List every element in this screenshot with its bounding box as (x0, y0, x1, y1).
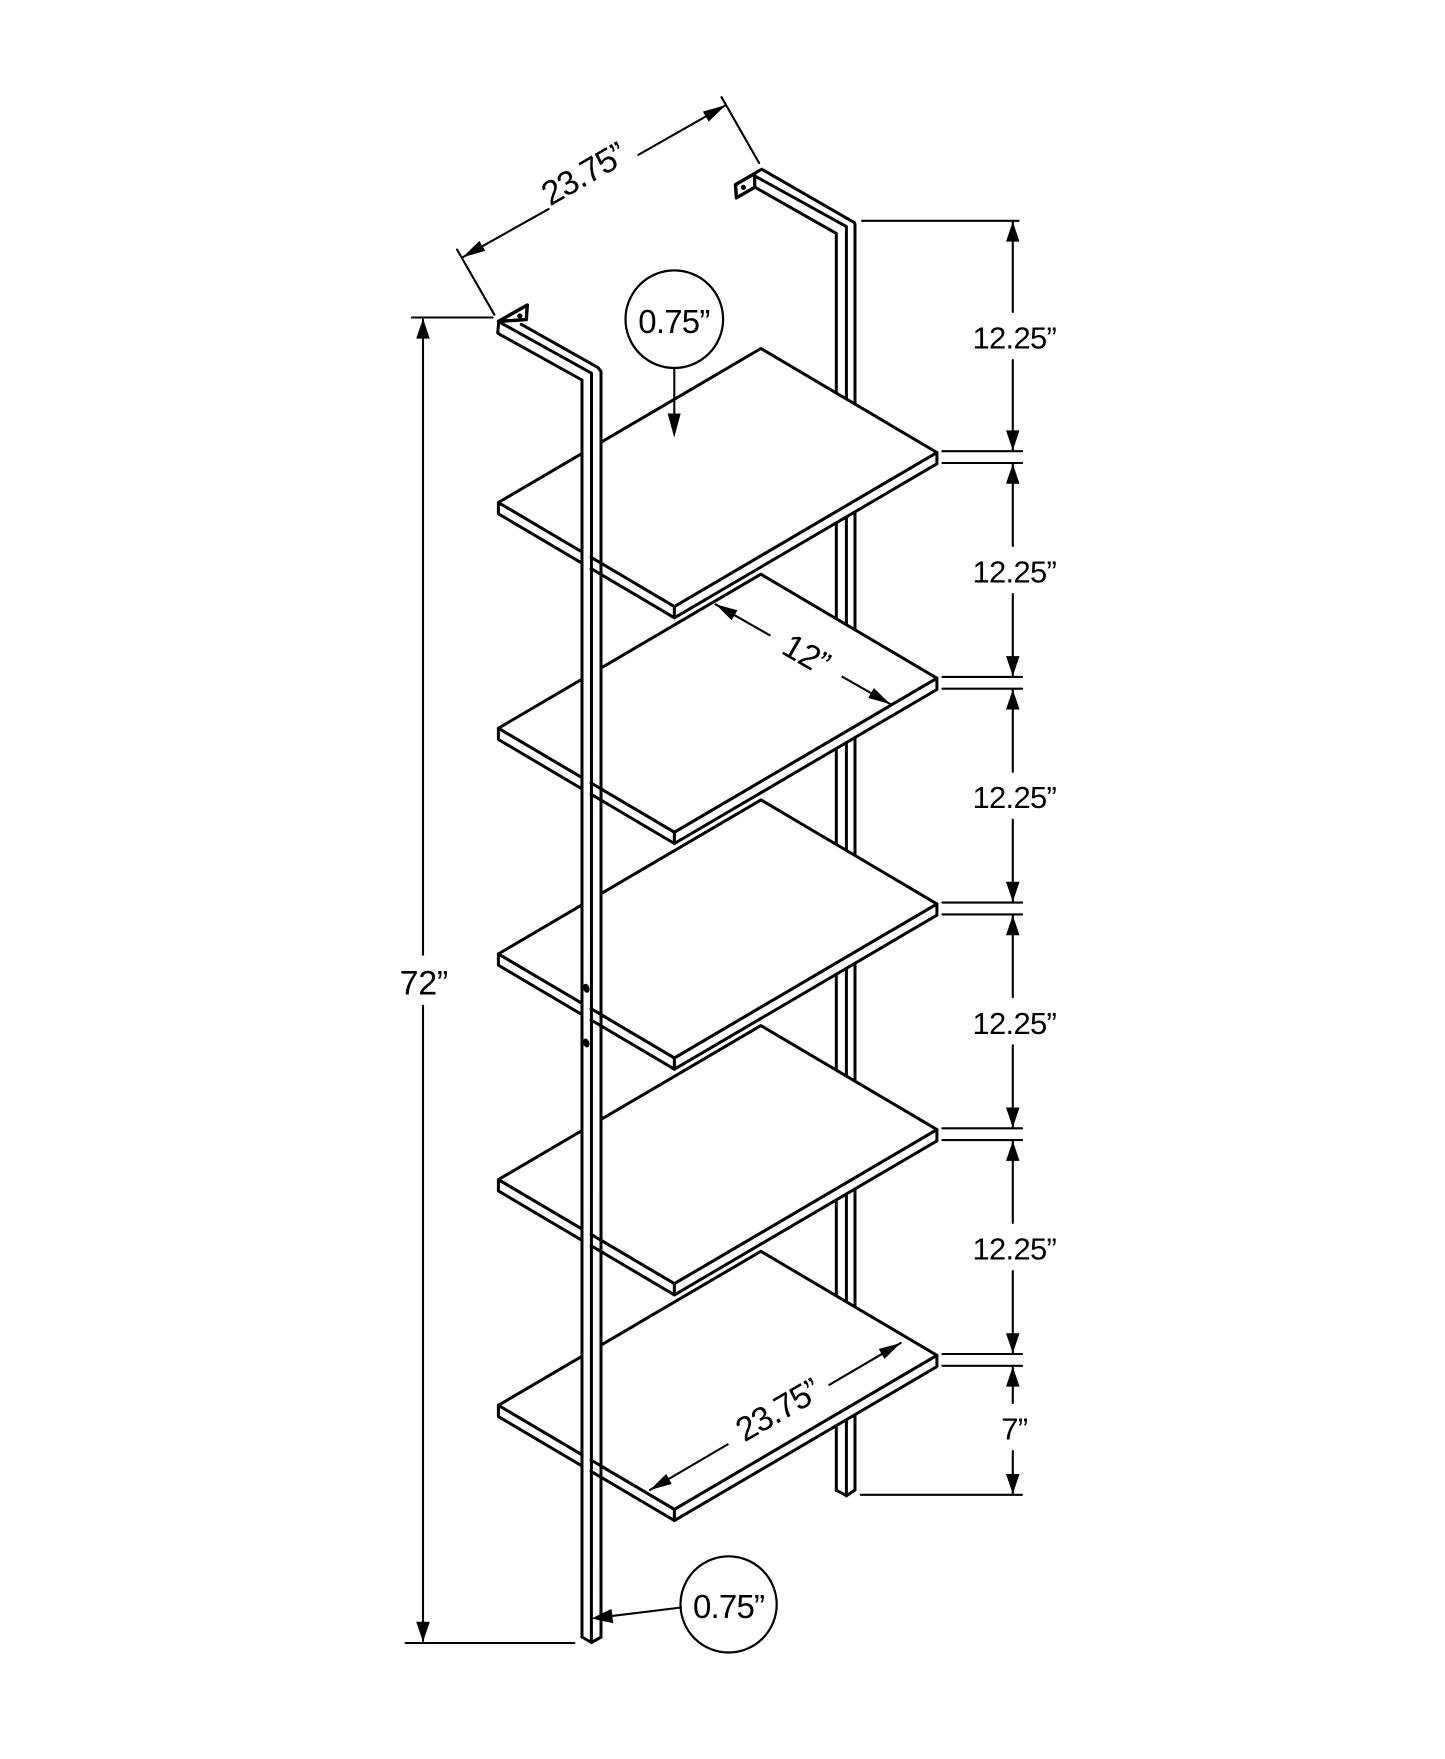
svg-text:72”: 72” (400, 965, 448, 1003)
svg-text:0.75”: 0.75” (638, 303, 709, 340)
svg-text:12.25”: 12.25” (972, 1006, 1056, 1041)
svg-text:12.25”: 12.25” (972, 1232, 1056, 1267)
svg-text:12.25”: 12.25” (972, 555, 1056, 590)
svg-text:7”: 7” (1001, 1412, 1028, 1447)
svg-text:12.25”: 12.25” (972, 321, 1056, 356)
svg-text:0.75”: 0.75” (693, 1588, 764, 1625)
svg-text:12.25”: 12.25” (972, 780, 1056, 815)
